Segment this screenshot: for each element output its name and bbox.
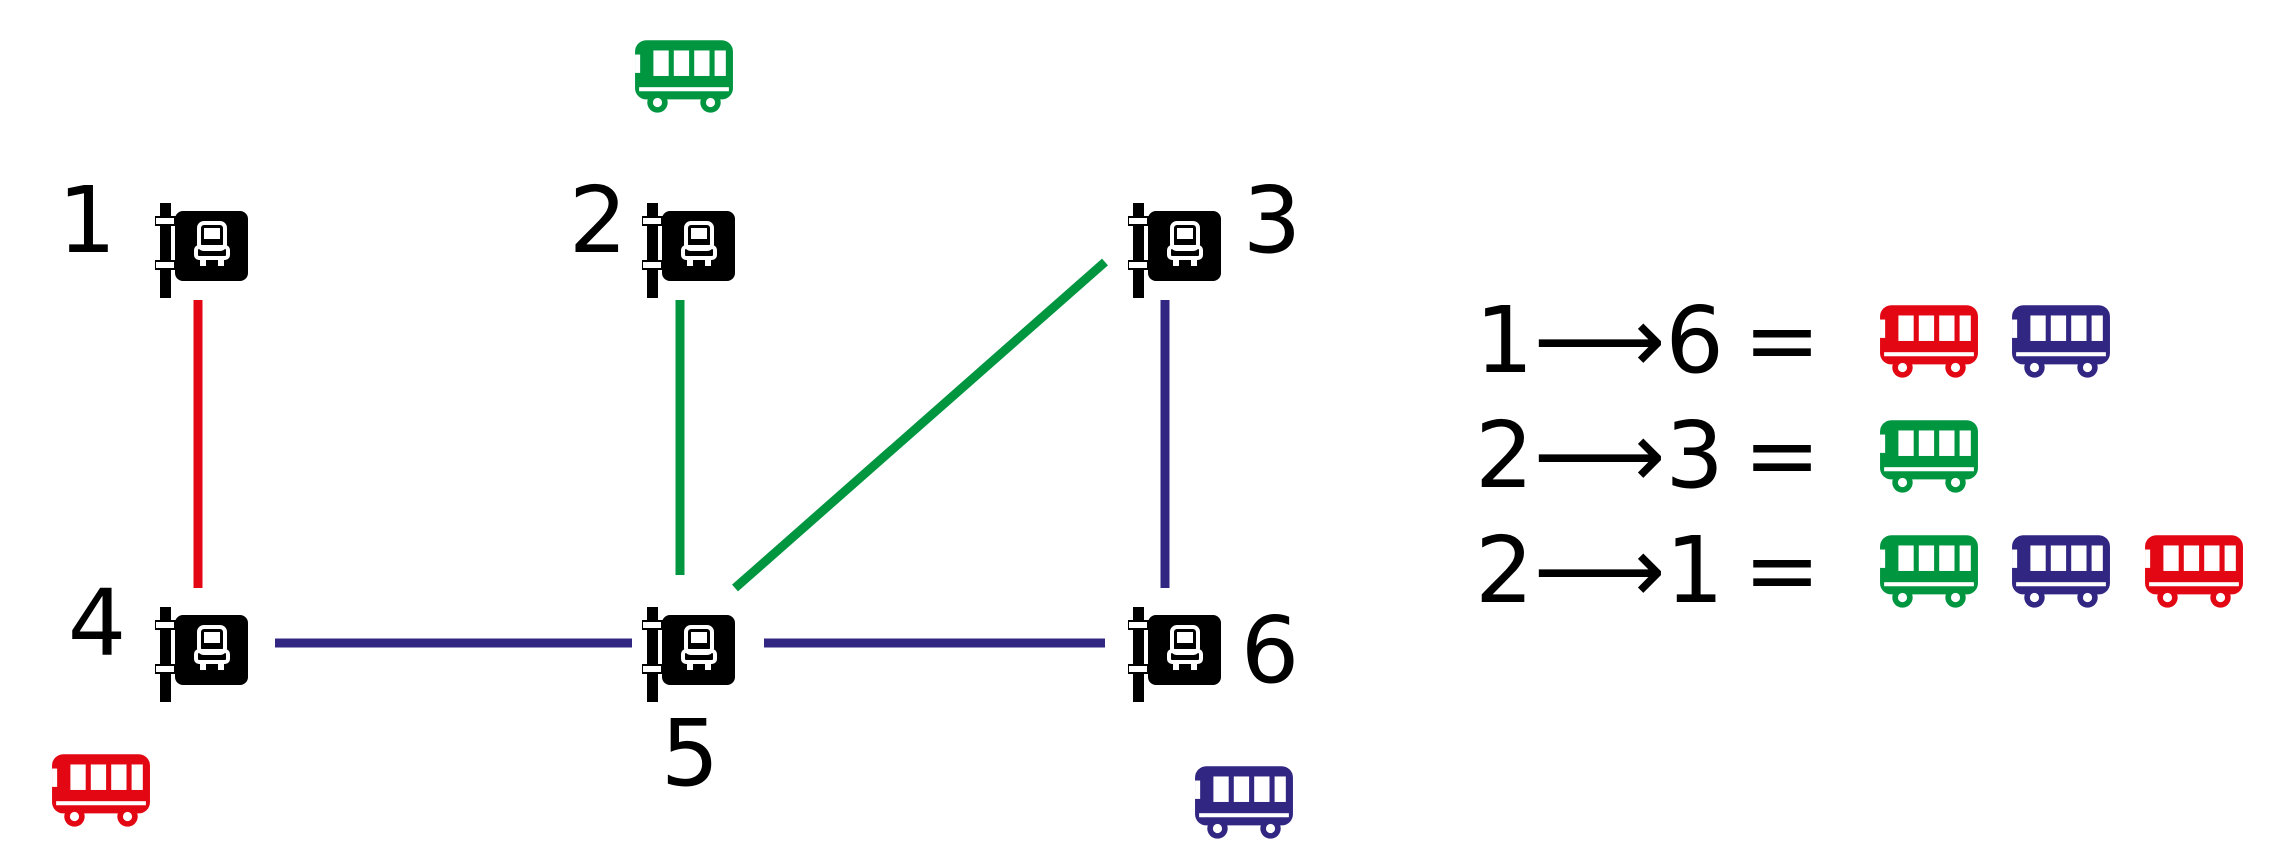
- trip-equations: 1⟶6=2⟶3=2⟶1=: [1475, 287, 2243, 624]
- stop-6-label: 6: [1241, 597, 1300, 704]
- routes: [193, 258, 1170, 648]
- equation-row: 2⟶3=: [1475, 402, 1978, 509]
- equals-sign: =: [1743, 287, 1820, 394]
- equals-sign: =: [1743, 517, 1820, 624]
- stop-2-label: 2: [569, 167, 628, 274]
- stop-3-bus-stop-sign-icon: [1128, 203, 1223, 298]
- stop-4-bus-stop-sign-icon: [155, 607, 250, 702]
- route-5-3-green-line: [732, 258, 1108, 592]
- stop-2-bus-stop-sign-icon: [642, 203, 737, 298]
- stops: 1 2 3 4 5 6: [58, 167, 1302, 807]
- line-green-bus-icon: [635, 40, 733, 113]
- equation-trip: 2⟶3: [1475, 402, 1724, 509]
- stop-1-bus-stop-sign-icon: [155, 203, 250, 298]
- bus-red-icon: [2145, 535, 2243, 608]
- bus-blue-icon: [2012, 535, 2110, 608]
- equation-row: 2⟶1=: [1475, 517, 2243, 624]
- equation-row: 1⟶6=: [1475, 287, 2110, 394]
- stop-5-label: 5: [661, 700, 720, 807]
- line-blue-bus-icon: [1195, 766, 1293, 839]
- bus-red-icon: [1880, 305, 1978, 378]
- stop-6-bus-stop-sign-icon: [1128, 607, 1223, 702]
- stop-5-bus-stop-sign-icon: [642, 607, 737, 702]
- stop-4-label: 4: [68, 570, 127, 677]
- stop-3-label: 3: [1243, 167, 1302, 274]
- equation-trip: 1⟶6: [1475, 287, 1724, 394]
- bus-green-icon: [1880, 420, 1978, 493]
- line-red-bus-icon: [52, 754, 150, 827]
- bus-green-icon: [1880, 535, 1978, 608]
- stop-1-label: 1: [58, 167, 117, 274]
- equation-trip: 2⟶1: [1475, 517, 1724, 624]
- bus-blue-icon: [2012, 305, 2110, 378]
- equals-sign: =: [1743, 402, 1820, 509]
